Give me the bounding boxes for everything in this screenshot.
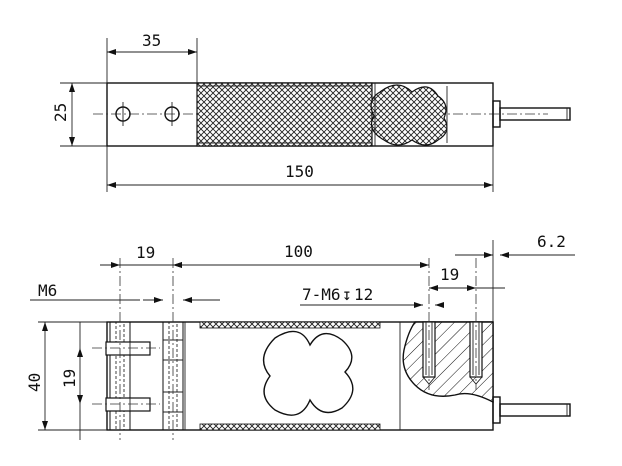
dim-100-label: 100 [284, 242, 313, 261]
clover-cutout-side [262, 330, 354, 416]
cable-side [499, 403, 571, 417]
dim-25-label: 25 [51, 103, 70, 122]
top-view: 35 25 150 [51, 31, 571, 192]
dim-19-vertical-label: 19 [60, 369, 79, 388]
cable [499, 107, 571, 121]
side-view: 19 100 6.2 19 M6 7-M6 ↧ 12 40 19 [25, 232, 575, 440]
strain-gauge-area [196, 82, 373, 147]
clover-cutout [370, 84, 448, 146]
dim-m6-label: M6 [38, 281, 57, 300]
thread-depth-label: 12 [354, 285, 373, 304]
dim-40-label: 40 [25, 373, 44, 392]
dim-19-right-label: 19 [440, 265, 459, 284]
dim-6-2-label: 6.2 [537, 232, 566, 251]
dim-150-label: 150 [285, 162, 314, 181]
dim-35-label: 35 [142, 31, 161, 50]
mounting-bolt [105, 321, 151, 431]
dim-19-top-left-label: 19 [136, 243, 155, 262]
thread-callout-label: 7-M6 [302, 285, 341, 304]
cable-gland-side [492, 396, 501, 424]
depth-symbol: ↧ [342, 285, 352, 304]
